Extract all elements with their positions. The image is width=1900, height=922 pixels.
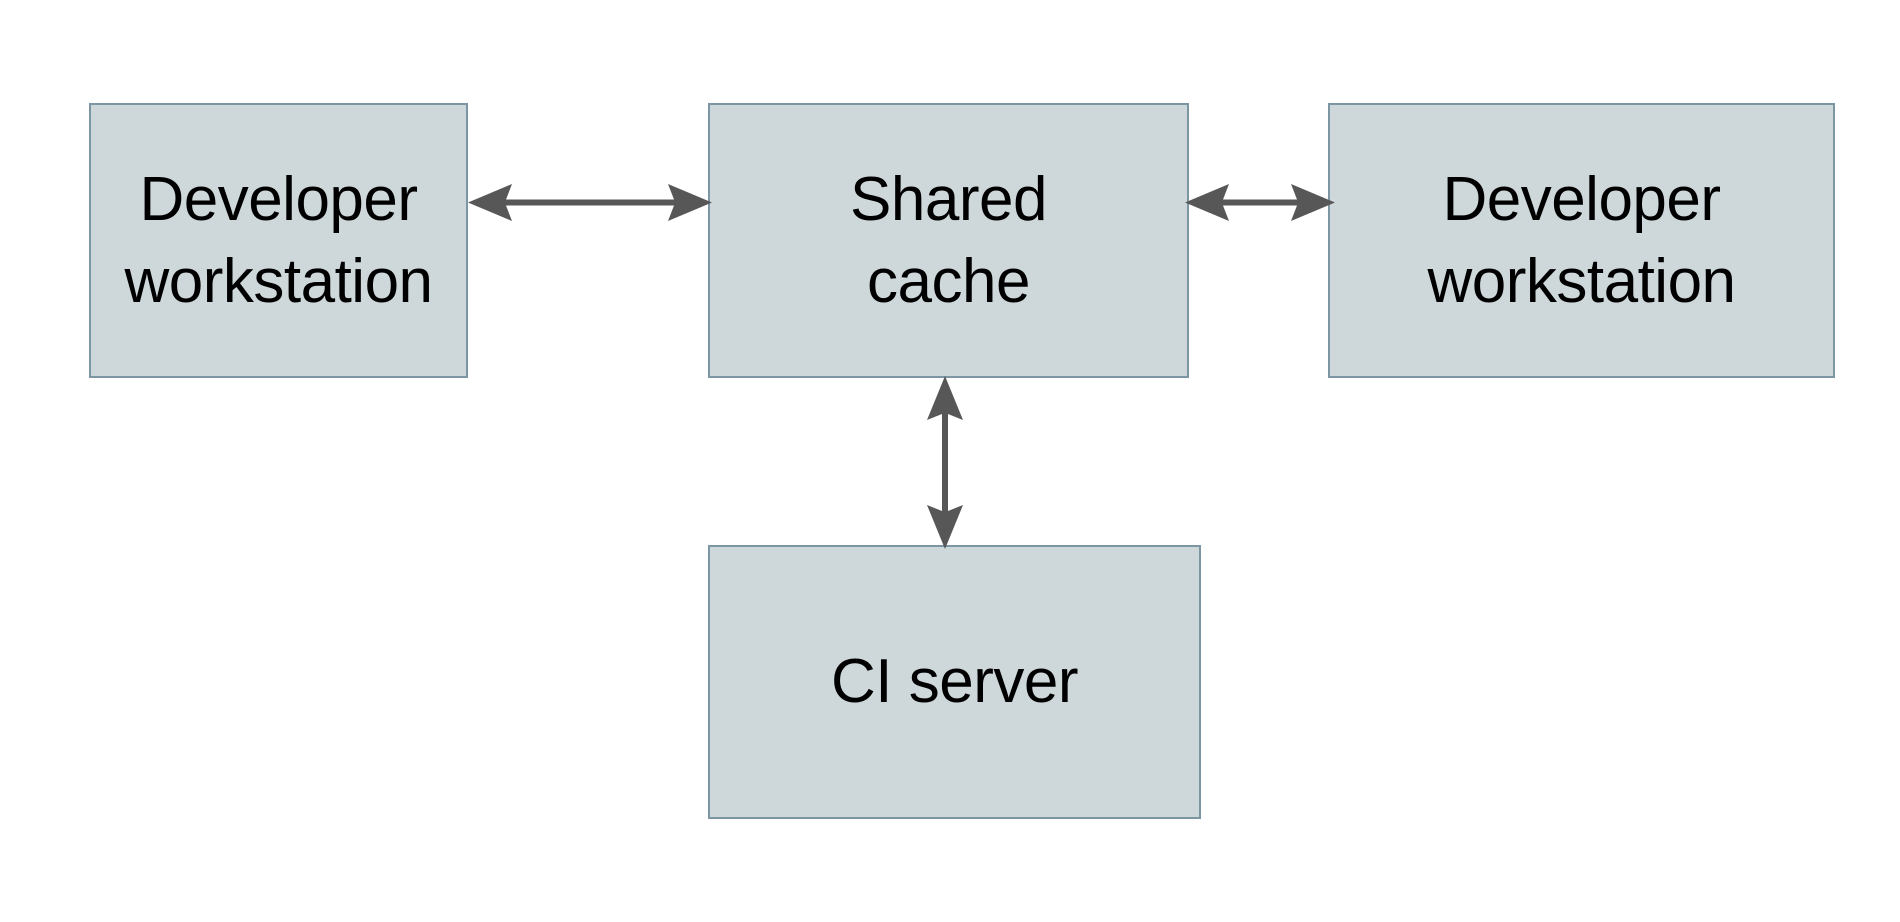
node-developer-workstation-left[interactable]: Developer workstation xyxy=(89,103,468,378)
node-developer-workstation-right[interactable]: Developer workstation xyxy=(1328,103,1835,378)
double-arrow-icon xyxy=(1185,184,1335,221)
node-label: Developer workstation xyxy=(1427,164,1736,316)
connector-shared-cache-to-dev-right[interactable] xyxy=(1180,170,1340,235)
node-label: Shared cache xyxy=(850,164,1047,316)
node-shared-cache[interactable]: Shared cache xyxy=(708,103,1189,378)
node-label: CI server xyxy=(831,647,1078,717)
double-arrow-icon xyxy=(927,376,963,549)
double-arrow-icon xyxy=(468,184,712,221)
connector-shared-cache-to-ci-server[interactable] xyxy=(905,370,985,555)
node-label: Developer workstation xyxy=(124,164,433,316)
node-ci-server[interactable]: CI server xyxy=(708,545,1201,819)
connector-dev-left-to-shared-cache[interactable] xyxy=(460,170,720,235)
